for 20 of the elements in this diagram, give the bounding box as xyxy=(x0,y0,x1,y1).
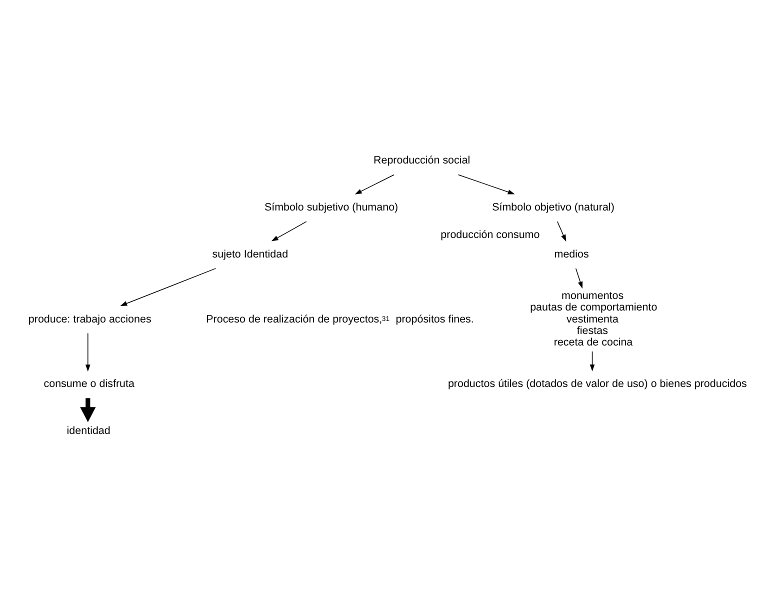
node-text: consume o disfruta xyxy=(44,378,134,390)
arrow xyxy=(354,174,394,194)
node-text: Símbolo objetivo (natural) xyxy=(492,202,614,214)
arrow xyxy=(458,174,515,194)
node-text: monumentos pautas de comportamiento vestimenta fiestas receta de cocina xyxy=(530,290,658,348)
arrow xyxy=(85,332,90,372)
node-text: Reproducción social xyxy=(373,154,470,167)
node-text: productos útiles (dotados de valor de uso) o bienes producidos xyxy=(448,378,747,390)
node-text: produce: trabajo acciones xyxy=(28,313,152,326)
arrow xyxy=(590,351,595,372)
node-text: identidad xyxy=(66,424,110,437)
node-text: Símbolo subjetivo (humano) xyxy=(264,202,398,214)
arrow xyxy=(556,221,566,242)
arrow xyxy=(120,268,216,306)
arrow xyxy=(575,268,583,289)
node-text: medios xyxy=(554,248,589,260)
node-text: sujeto Identidad xyxy=(212,248,288,260)
node-label: producción consumo xyxy=(440,228,540,241)
arrow xyxy=(80,398,96,422)
arrow xyxy=(271,221,307,242)
